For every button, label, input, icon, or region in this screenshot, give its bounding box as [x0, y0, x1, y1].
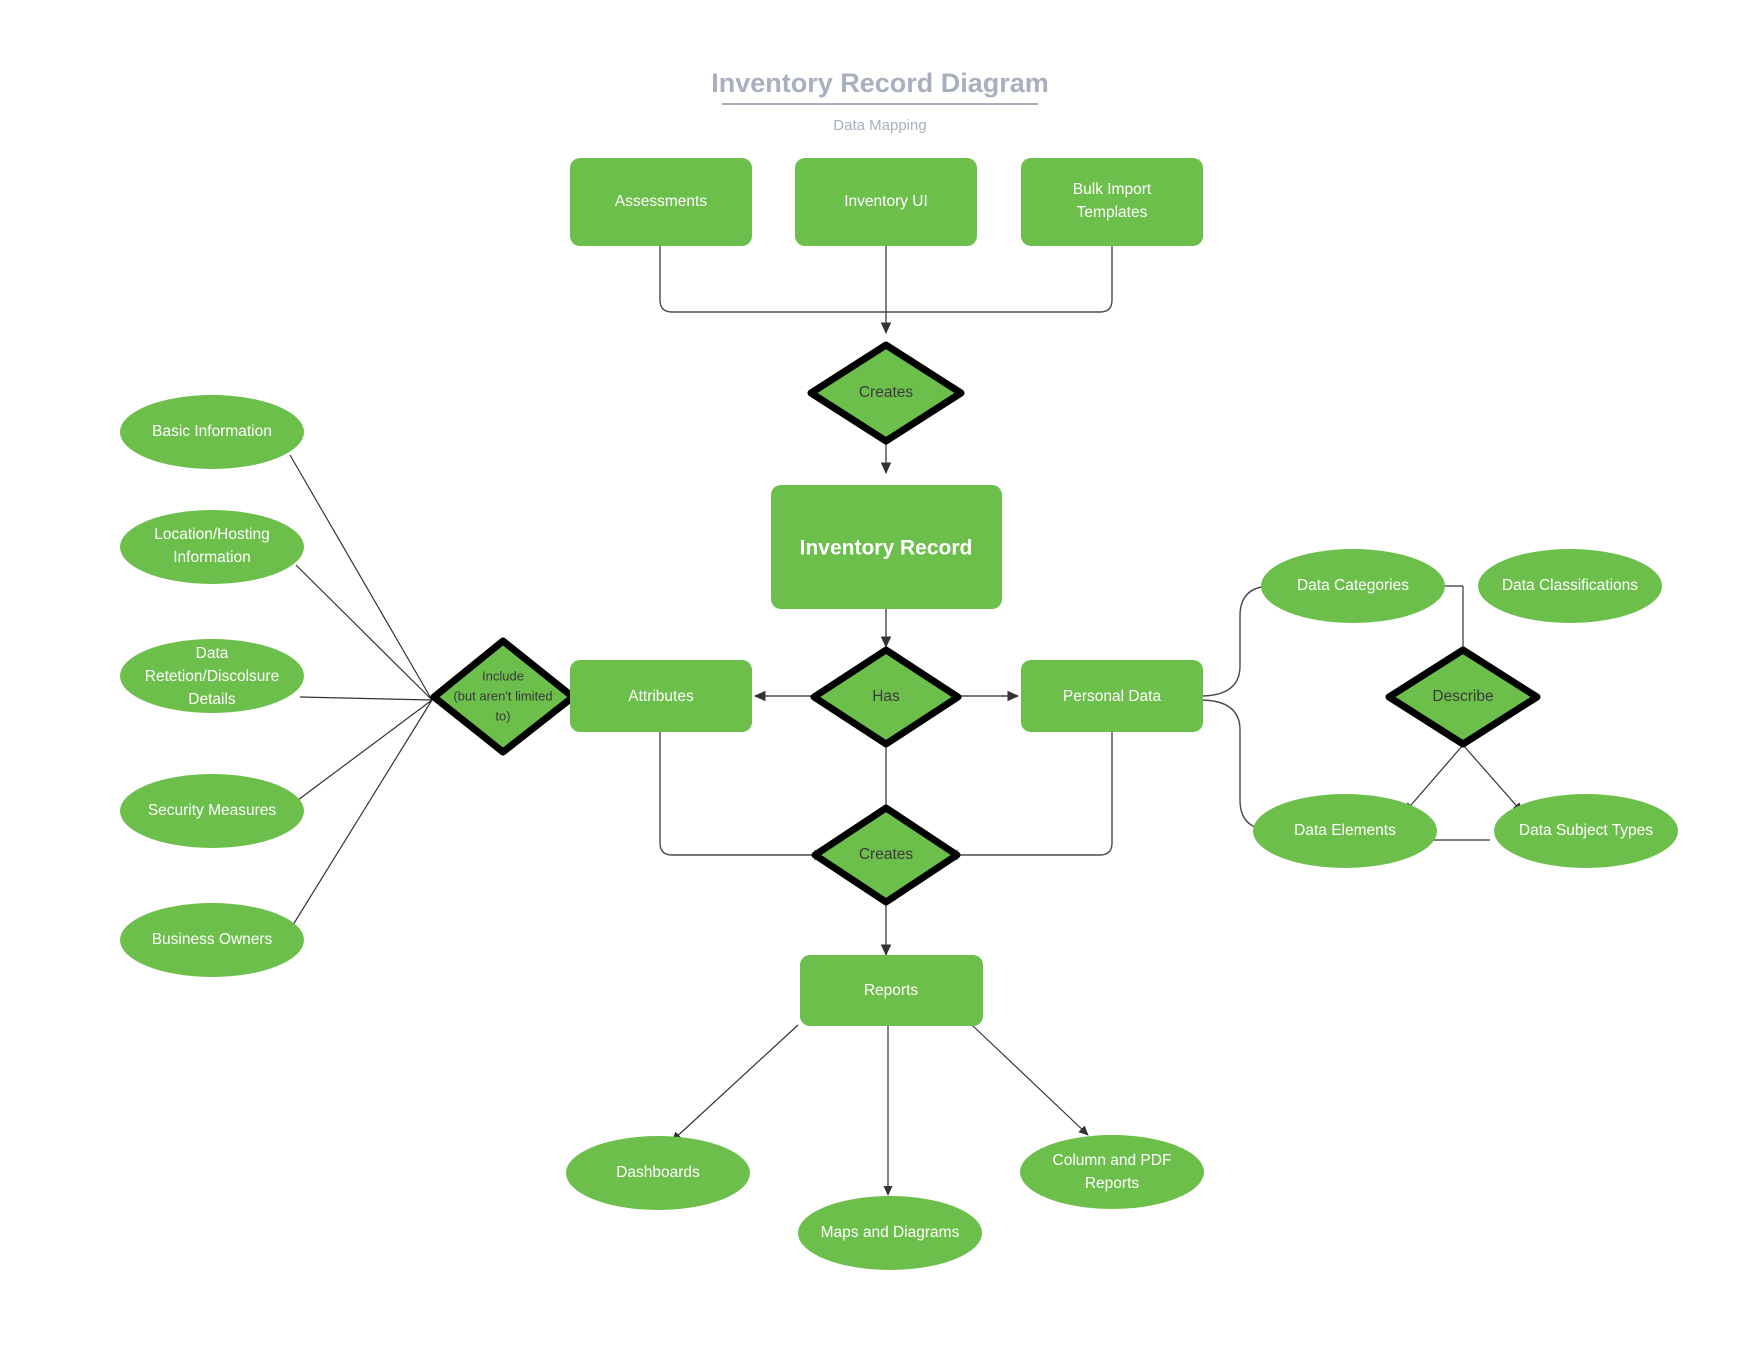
creates-top-label: Creates: [859, 384, 914, 401]
basic-information-label: Basic Information: [152, 423, 272, 440]
edge-business-owners-to-include: [287, 699, 433, 934]
assessments-label: Assessments: [615, 193, 707, 210]
bulk-import-templates-box[interactable]: [1021, 158, 1203, 246]
edge-attributes-to-creates-bottom: [659, 732, 827, 861]
edge-assessments-to-creates: [659, 245, 884, 313]
edge-personal-data-to-creates-bottom: [945, 732, 1113, 861]
node-attributes[interactable]: Attributes: [570, 660, 752, 732]
node-creates-top[interactable]: Creates: [807, 341, 965, 445]
location-hosting-information-ellipse[interactable]: [120, 510, 304, 584]
security-measures-label: Security Measures: [148, 802, 277, 819]
assessments-box[interactable]: [570, 158, 752, 246]
maps-and-diagrams-ellipse[interactable]: [798, 1196, 982, 1270]
edge-bulk-import-to-creates: [884, 245, 1113, 313]
node-has[interactable]: Has: [810, 646, 962, 748]
creates-bottom-label: Creates: [859, 846, 914, 863]
edge-reports-to-dashboards: [671, 1024, 799, 1142]
node-dashboards[interactable]: Dashboards: [566, 1136, 750, 1210]
data-classifications-label: Data Classifications: [1502, 577, 1638, 594]
edge-reports-to-column-and-pdf-reports: [971, 1024, 1089, 1136]
include-label-line1: Include: [482, 668, 524, 683]
node-describe[interactable]: Describe: [1385, 646, 1541, 748]
node-business-owners[interactable]: Business Owners: [120, 903, 304, 977]
inventory-record-label: Inventory Record: [800, 537, 973, 560]
inventory-ui-box[interactable]: [795, 158, 977, 246]
data-categories-ellipse[interactable]: [1261, 549, 1445, 623]
describe-label: Describe: [1432, 688, 1493, 705]
has-label: Has: [872, 688, 900, 705]
location-hosting-information-label-line2: Information: [173, 549, 251, 566]
data-categories-label: Data Categories: [1297, 577, 1409, 594]
column-and-pdf-reports-label-line2: Reports: [1085, 1175, 1140, 1192]
node-inventory-record[interactable]: Inventory Record: [771, 485, 1002, 609]
node-data-retention-disclosure-details[interactable]: Data Retetion/Discolsure Details: [120, 639, 304, 713]
bulk-import-templates-label-line1: Bulk Import: [1073, 181, 1152, 198]
page-subtitle: Data Mapping: [833, 117, 926, 134]
reports-box[interactable]: [800, 955, 983, 1026]
security-measures-ellipse[interactable]: [120, 774, 304, 848]
data-retention-label-line3: Details: [188, 691, 236, 708]
column-and-pdf-reports-ellipse[interactable]: [1020, 1135, 1204, 1209]
node-data-elements[interactable]: Data Elements: [1253, 794, 1437, 868]
edge-security-measures-to-include: [293, 699, 433, 804]
node-assessments[interactable]: Assessments: [570, 158, 752, 246]
reports-label: Reports: [864, 982, 919, 999]
node-creates-bottom[interactable]: Creates: [811, 804, 961, 906]
node-location-hosting-information[interactable]: Location/Hosting Information: [120, 510, 304, 584]
data-retention-label-line1: Data: [196, 645, 229, 662]
inventory-ui-label: Inventory UI: [844, 193, 928, 210]
node-reports[interactable]: Reports: [800, 955, 983, 1026]
node-security-measures[interactable]: Security Measures: [120, 774, 304, 848]
include-diamond[interactable]: [430, 637, 577, 756]
include-label-line3: to): [495, 708, 510, 723]
node-bulk-import-templates[interactable]: Bulk Import Templates: [1021, 158, 1203, 246]
creates-bottom-diamond[interactable]: [811, 804, 961, 906]
data-elements-label: Data Elements: [1294, 822, 1396, 839]
basic-information-ellipse[interactable]: [120, 395, 304, 469]
edge-describe-to-data-subject-types: [1462, 744, 1523, 813]
has-diamond[interactable]: [810, 646, 962, 748]
edge-data-retention-to-include: [299, 696, 433, 701]
node-basic-information[interactable]: Basic Information: [120, 395, 304, 469]
data-classifications-ellipse[interactable]: [1478, 549, 1662, 623]
node-maps-and-diagrams[interactable]: Maps and Diagrams: [798, 1196, 982, 1270]
node-personal-data[interactable]: Personal Data: [1021, 660, 1203, 732]
edge-describe-to-data-elements: [1404, 744, 1464, 813]
include-label-line2: (but aren't limited: [453, 688, 552, 703]
dashboards-ellipse[interactable]: [566, 1136, 750, 1210]
bulk-import-templates-label-line2: Templates: [1077, 204, 1148, 221]
personal-data-box[interactable]: [1021, 660, 1203, 732]
attributes-box[interactable]: [570, 660, 752, 732]
data-retention-label-line2: Retetion/Discolsure: [145, 668, 279, 685]
business-owners-label: Business Owners: [152, 931, 273, 948]
describe-diamond[interactable]: [1385, 646, 1541, 748]
node-data-classifications[interactable]: Data Classifications: [1478, 549, 1662, 623]
edge-location-hosting-to-include: [295, 564, 433, 701]
location-hosting-information-label-line1: Location/Hosting: [154, 526, 269, 543]
node-column-and-pdf-reports[interactable]: Column and PDF Reports: [1020, 1135, 1204, 1209]
personal-data-label: Personal Data: [1063, 688, 1162, 705]
data-retention-disclosure-details-ellipse[interactable]: [120, 639, 304, 713]
data-elements-ellipse[interactable]: [1253, 794, 1437, 868]
node-include[interactable]: Include (but aren't limited to): [430, 637, 577, 756]
business-owners-ellipse[interactable]: [120, 903, 304, 977]
dashboards-label: Dashboards: [616, 1164, 700, 1181]
column-and-pdf-reports-label-line1: Column and PDF: [1053, 1152, 1172, 1169]
maps-and-diagrams-label: Maps and Diagrams: [821, 1224, 960, 1241]
data-subject-types-label: Data Subject Types: [1519, 822, 1653, 839]
creates-top-diamond[interactable]: [807, 341, 965, 445]
node-data-categories[interactable]: Data Categories: [1261, 549, 1445, 623]
edge-basic-information-to-include: [289, 454, 433, 701]
node-data-subject-types[interactable]: Data Subject Types: [1494, 794, 1678, 868]
node-inventory-ui[interactable]: Inventory UI: [795, 158, 977, 246]
edge-personal-data-to-data-categories: [1199, 585, 1273, 697]
attributes-label: Attributes: [628, 688, 694, 705]
inventory-record-box[interactable]: [771, 485, 1002, 609]
page-title: Inventory Record Diagram: [711, 68, 1049, 98]
data-subject-types-ellipse[interactable]: [1494, 794, 1678, 868]
edge-personal-data-to-data-elements: [1199, 699, 1273, 831]
